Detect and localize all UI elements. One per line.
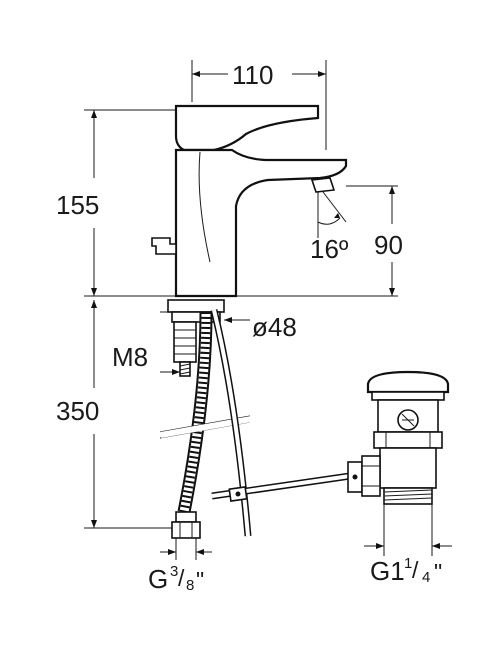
svg-text:G1: G1: [370, 556, 405, 586]
popup-knob: [151, 237, 177, 255]
dim-angle-16: 16º: [310, 234, 349, 264]
dim-hose-350: 350: [56, 396, 99, 426]
svg-text:G: G: [148, 564, 168, 594]
dim-thread-m8: M8: [112, 342, 148, 372]
svg-text:1: 1: [404, 555, 412, 572]
dim-waste-g114: G1 1 / 4 ": [370, 555, 442, 586]
dimension-labels: 110 155 90 16º ø48 M8 350 G 3 / 8 " G1 1…: [56, 60, 442, 594]
svg-text:8: 8: [186, 577, 194, 594]
svg-text:/: /: [412, 557, 419, 583]
faucet-spout-body: [174, 148, 348, 298]
svg-text:4: 4: [422, 569, 430, 586]
waste-valve: [347, 370, 450, 505]
popup-rod: [210, 309, 351, 537]
svg-text:3: 3: [170, 563, 178, 580]
svg-text:": ": [196, 567, 204, 593]
svg-text:": ": [434, 559, 442, 585]
dim-connector-g38: G 3 / 8 ": [148, 563, 204, 594]
faucet-body: [151, 104, 348, 298]
dim-height-155: 155: [56, 190, 99, 220]
dimension-lines: [84, 60, 452, 560]
dim-width-110: 110: [232, 60, 273, 90]
dim-height-90: 90: [374, 230, 403, 260]
mounting-assembly: [167, 299, 225, 377]
braided-hose: [159, 311, 252, 539]
dim-diameter-48: ø48: [252, 312, 297, 342]
svg-text:/: /: [178, 565, 185, 591]
faucet-lever: [174, 104, 320, 152]
